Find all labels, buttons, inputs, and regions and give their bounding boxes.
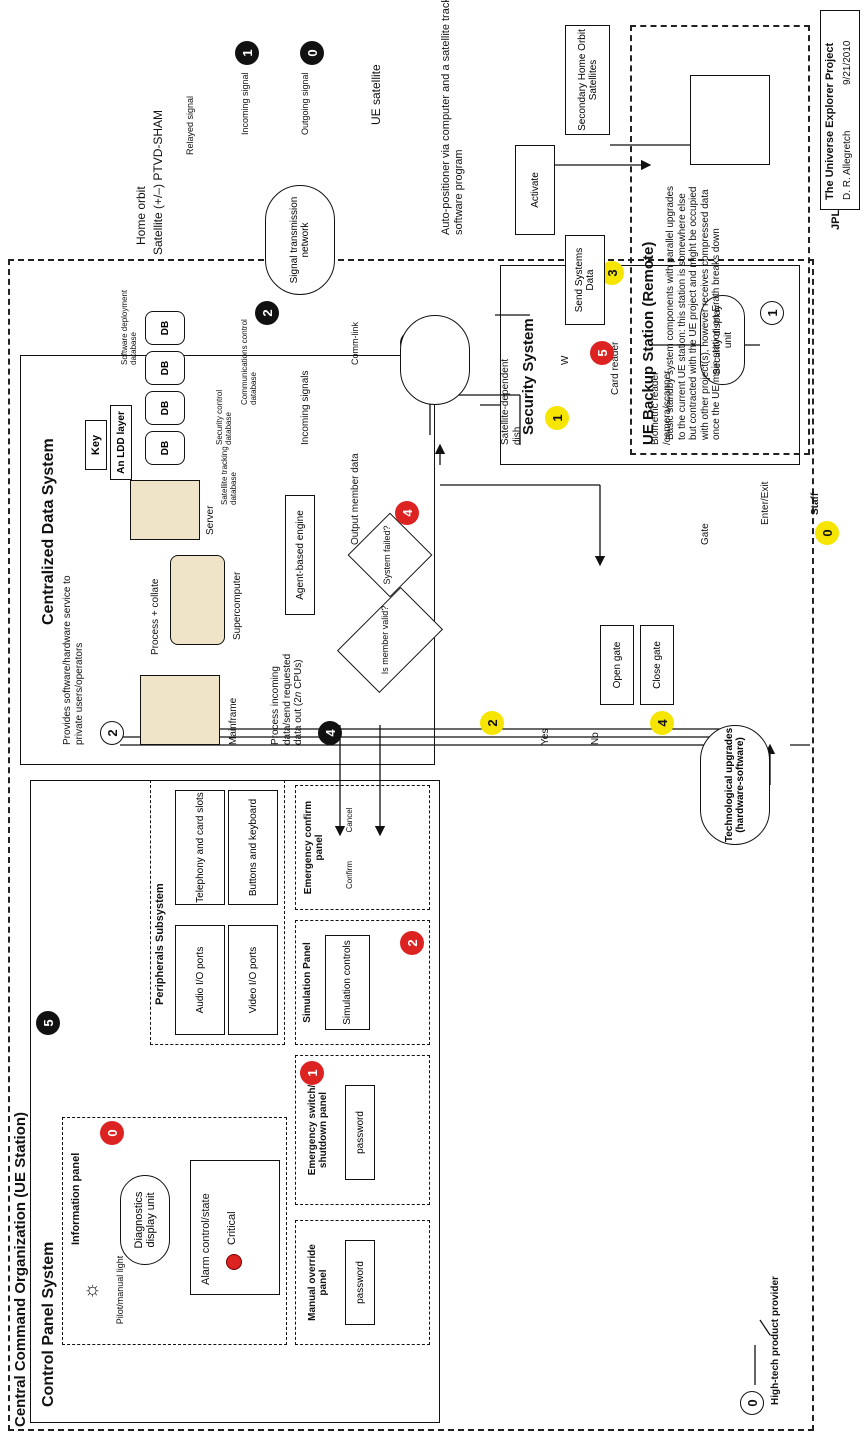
relayed-signal: Relayed signal (185, 96, 195, 155)
mainframe-icon (140, 675, 220, 745)
process-collate: Process + collate (150, 579, 162, 655)
satellite-tracking-db-label: Satellite tracking database (220, 435, 238, 505)
system-failed-label: System failed? (382, 510, 392, 600)
auto-positioner-text: Auto-positioner via computer and a satel… (440, 0, 465, 235)
badge-staff-0: 0 (815, 521, 839, 545)
ldd-layer-box: An LDD layer (110, 405, 132, 480)
footer-author: D. R. Allegretch (842, 131, 854, 200)
badge-data-4: 4 (318, 721, 342, 745)
tech-upgrades-cloud: Technological upgrades (hardware-softwar… (700, 725, 770, 845)
send-systems-box: Send Systems Data (565, 235, 605, 325)
badge-confirm-2: 2 (400, 931, 424, 955)
software-deploy-db-label: Software deployment database (120, 275, 138, 365)
badge-sat-0: 0 (300, 41, 324, 65)
mainframe-label: Mainframe (228, 698, 240, 745)
badge-flow-4: 4 (395, 501, 419, 525)
supercomputer-label: Supercomputer (232, 572, 244, 640)
db-2: DB (145, 391, 185, 425)
backup-building-icon (690, 75, 770, 165)
footer-project: The Universe Explorer Project (824, 43, 837, 200)
footer-corner: JPL (830, 210, 843, 230)
security-w: W (560, 356, 572, 365)
telephony-slots: Telephony and card slots (175, 790, 225, 905)
emergency-password-field[interactable]: password (345, 1085, 375, 1180)
db-3: DB (145, 351, 185, 385)
open-gate: Open gate (600, 625, 634, 705)
server-label: Server (205, 506, 217, 535)
badge-sat-1: 1 (235, 41, 259, 65)
db-4: DB (145, 311, 185, 345)
badge-provider-0: 0 (740, 1391, 764, 1415)
badge-data-2: 2 (100, 721, 124, 745)
satellite-dish-icon (400, 315, 470, 405)
data-system-title: Centralized Data System (40, 438, 58, 625)
staff-label: Staff (810, 493, 822, 515)
simulation-panel-label: Simulation Panel (298, 925, 318, 1040)
badge-flow-y4: 4 (650, 711, 674, 735)
home-orbit-label: Home orbit (135, 186, 149, 245)
badge-sat-2: 2 (255, 301, 279, 325)
provides-text: Provides software/hardware service to pr… (62, 565, 85, 745)
video-ports: Video I/O ports (228, 925, 278, 1035)
output-member-label: Output member data (350, 453, 362, 545)
peripherals-label: Peripherals Subsystem (154, 883, 167, 1005)
security-control-db-label: Security control database (215, 375, 233, 445)
dish-label: Satellite-dependent dish (500, 355, 523, 445)
home-orbit-sub: Satellite (+/–) PTVD-SHAM (152, 110, 166, 255)
manual-password-field[interactable]: password (345, 1240, 375, 1325)
footer-date: 9/21/2010 (842, 41, 854, 86)
control-panel-title: Control Panel System (40, 1242, 58, 1407)
backup-station-desc: Basic standby system components with par… (665, 180, 723, 440)
close-gate: Close gate (640, 625, 674, 705)
emergency-switch-label: Emergency switch/ shutdown panel (298, 1065, 338, 1195)
critical-label: Critical (226, 1211, 239, 1245)
supercomputer-icon (170, 555, 225, 645)
comm-control-db-label: Communications control database (240, 315, 258, 405)
high-tech-provider: High-tech product provider (770, 1276, 782, 1405)
audio-ports: Audio I/O ports (175, 925, 225, 1035)
no-label: No (590, 732, 602, 745)
process-incoming-text: Process incoming data/send requested dat… (270, 635, 305, 745)
central-command-title: Central Command Organization (UE Station… (12, 1112, 29, 1427)
gate-label: Gate (700, 523, 712, 545)
incoming-signals: Incoming signals (300, 371, 312, 445)
badge-flow-y2: 2 (480, 711, 504, 735)
badge-sat-5: 5 (590, 341, 614, 365)
badge-security-1: 1 (545, 406, 569, 430)
incoming-signal: Incoming signal (240, 72, 250, 135)
critical-light-icon (226, 1254, 242, 1270)
process-incoming-tail: CPUs) (293, 659, 304, 691)
cancel-button[interactable]: Cancel (345, 795, 354, 845)
alarm-label: Alarm control/state (200, 1193, 213, 1285)
outgoing-signal: Outgoing signal (300, 72, 310, 135)
buttons-keyboard: Buttons and keyboard (228, 790, 278, 905)
information-panel-label: Information panel (70, 1153, 83, 1245)
emergency-confirm-label: Emergency confirm panel (298, 790, 330, 905)
badge-emergency-1: 1 (300, 1061, 324, 1085)
diagnostics-display: Diagnostics display unit (120, 1175, 170, 1265)
confirm-button[interactable]: Confirm (345, 850, 354, 900)
enter-exit-label: Enter/Exit (760, 482, 772, 525)
key-box: Key (85, 420, 107, 470)
pilot-light-icon: ☼ (80, 1282, 103, 1300)
yes-label: Yes (540, 729, 552, 745)
backup-station-title: UE Backup Station (Remote) (640, 242, 657, 445)
activate-box: Activate (515, 145, 555, 235)
secondary-home-box: Secondary Home Orbit Satellites (565, 25, 610, 135)
badge-control-0: 0 (100, 1121, 124, 1145)
signal-network-cloud: Signal transmission network (265, 185, 335, 295)
comm-link-label: Comm-link (350, 322, 360, 365)
ue-satellite-label: UE satellite (370, 64, 384, 125)
manual-override-label: Manual override panel (298, 1235, 338, 1330)
is-member-valid-label: Is member valid? (380, 595, 390, 685)
simulation-controls[interactable]: Simulation controls (325, 935, 370, 1030)
server-icon (130, 480, 200, 540)
badge-control-5: 5 (36, 1011, 60, 1035)
db-1: DB (145, 431, 185, 465)
process-incoming-n: n (293, 692, 304, 698)
agent-engine: Agent-based engine (285, 495, 315, 615)
